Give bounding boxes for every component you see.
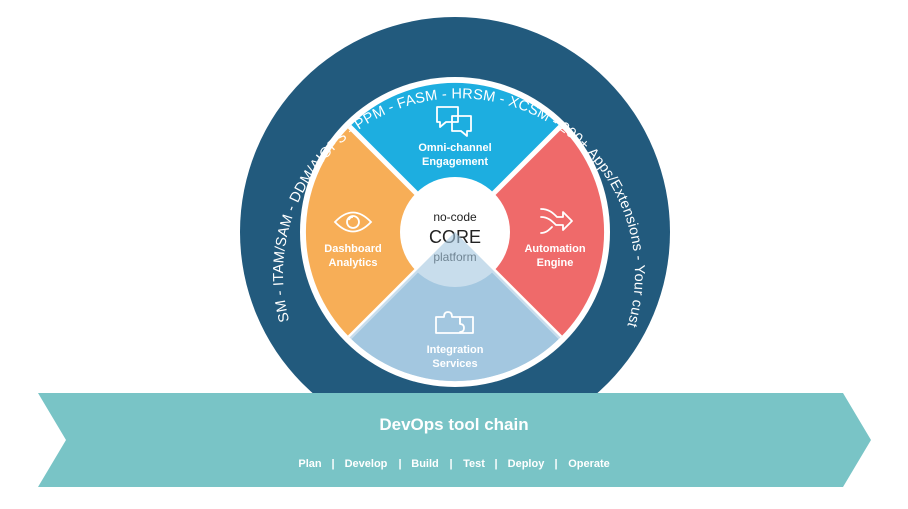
stage-develop: Develop <box>345 458 388 470</box>
segment-dashboard <box>305 126 455 338</box>
devops-title: DevOps tool chain <box>379 415 528 434</box>
stage-plan: Plan <box>298 458 322 470</box>
automation-label-line1: Automation <box>524 243 585 255</box>
stage-test: Test <box>463 458 485 470</box>
chat-bubbles-icon <box>436 106 472 137</box>
stage-separator: | <box>449 458 452 470</box>
integration-label-line2: Services <box>432 358 477 370</box>
dashboard-label-line1: Dashboard <box>324 243 381 255</box>
stage-operate: Operate <box>568 458 610 470</box>
dashboard-label-line2: Analytics <box>329 257 378 269</box>
devops-banner <box>38 393 871 487</box>
puzzle-icon <box>435 311 474 334</box>
segment-automation <box>455 126 605 338</box>
core-label-line1: no-code <box>433 210 477 224</box>
stage-separator: | <box>398 458 401 470</box>
segment-omni-channel <box>349 82 561 232</box>
stage-separator: | <box>494 458 497 470</box>
stage-deploy: Deploy <box>508 458 546 470</box>
arrows-icon <box>540 208 573 234</box>
stage-separator: | <box>331 458 334 470</box>
stage-build: Build <box>411 458 439 470</box>
integration-overlap <box>349 232 561 382</box>
automation-label-line2: Engine <box>537 257 574 269</box>
integration-label-line1: Integration <box>427 344 484 356</box>
eye-icon <box>333 211 373 233</box>
omni-channel-label-line2: Engagement <box>422 156 488 168</box>
stage-separator: | <box>554 458 557 470</box>
omni-channel-label-line1: Omni-channel <box>418 142 491 154</box>
